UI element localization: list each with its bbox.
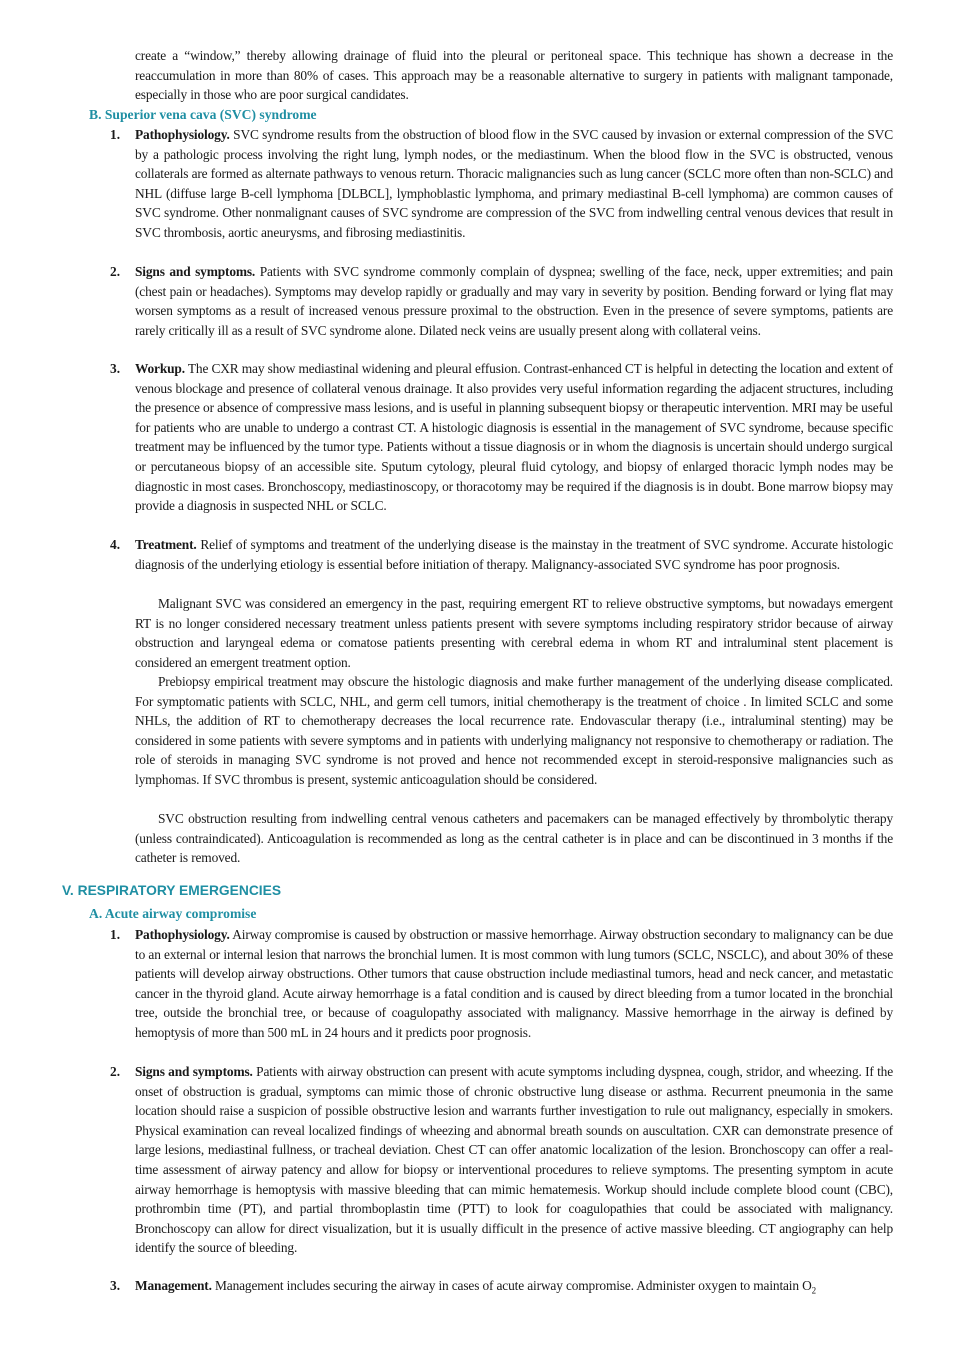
item-label: Workup.	[135, 361, 185, 376]
item-number: 3.	[110, 361, 121, 376]
item-label: Signs and symptoms.	[135, 1064, 253, 1079]
item-paragraph: Pathophysiology. Airway compromise is ca…	[135, 925, 893, 1043]
airway-item-signs-symptoms: 2. Signs and symptoms. Patients with air…	[110, 1062, 893, 1258]
section-heading-respiratory: V. RESPIRATORY EMERGENCIES	[62, 883, 282, 898]
subscript: 2	[811, 1285, 817, 1296]
svc-treatment-para-4: SVC obstruction resulting from indwellin…	[110, 809, 893, 868]
item-label: Management.	[135, 1278, 212, 1293]
svc-item-pathophysiology: 1. Pathophysiology. SVC syndrome results…	[110, 125, 893, 243]
item-number: 3.	[110, 1278, 121, 1293]
item-text: Relief of symptoms and treatment of the …	[135, 537, 893, 572]
item-text: SVC syndrome results from the obstructio…	[135, 127, 893, 240]
item-label: Signs and symptoms.	[135, 264, 256, 279]
item-number: 1.	[110, 927, 121, 942]
item-paragraph: Treatment. Relief of symptoms and treatm…	[135, 535, 893, 574]
item-paragraph: Signs and symptoms. Patients with SVC sy…	[135, 262, 893, 340]
item-number: 4.	[110, 537, 121, 552]
item-number: 2.	[110, 1064, 121, 1079]
item-label: Pathophysiology.	[135, 127, 230, 142]
svc-heading: B. Superior vena cava (SVC) syndrome	[89, 107, 317, 122]
item-text: Patients with airway obstruction can pre…	[135, 1064, 893, 1256]
paragraph: Prebiopsy empirical treatment may obscur…	[135, 674, 893, 787]
item-text: Management includes securing the airway …	[215, 1278, 812, 1293]
svc-item-workup: 3. Workup. The CXR may show mediastinal …	[110, 359, 893, 516]
svc-treatment-para-3: Prebiopsy empirical treatment may obscur…	[110, 672, 893, 790]
paragraph: Malignant SVC was considered an emergenc…	[135, 596, 893, 670]
item-text: The CXR may show mediastinal widening an…	[135, 361, 893, 514]
airway-heading: A. Acute airway compromise	[89, 906, 257, 921]
paragraph: SVC obstruction resulting from indwellin…	[135, 811, 893, 866]
item-number: 2.	[110, 264, 121, 279]
item-paragraph: Pathophysiology. SVC syndrome results fr…	[135, 125, 893, 243]
item-number: 1.	[110, 127, 121, 142]
svc-item-signs-symptoms: 2. Signs and symptoms. Patients with SVC…	[110, 262, 893, 340]
item-label: Treatment.	[135, 537, 197, 552]
lead-paragraph: create a “window,” thereby allowing drai…	[135, 48, 893, 103]
item-text: Airway compromise is caused by obstructi…	[135, 927, 893, 1040]
item-text: Patients with SVC syndrome commonly comp…	[135, 264, 893, 338]
svc-item-treatment: 4. Treatment. Relief of symptoms and tre…	[110, 535, 893, 574]
item-paragraph: Management. Management includes securing…	[135, 1276, 893, 1296]
airway-item-pathophysiology: 1. Pathophysiology. Airway compromise is…	[110, 925, 893, 1043]
item-paragraph: Workup. The CXR may show mediastinal wid…	[135, 359, 893, 516]
item-paragraph: Signs and symptoms. Patients with airway…	[135, 1062, 893, 1258]
svc-treatment-para-2: Malignant SVC was considered an emergenc…	[110, 594, 893, 672]
item-label: Pathophysiology.	[135, 927, 230, 942]
airway-item-management: 3. Management. Management includes secur…	[110, 1276, 893, 1296]
